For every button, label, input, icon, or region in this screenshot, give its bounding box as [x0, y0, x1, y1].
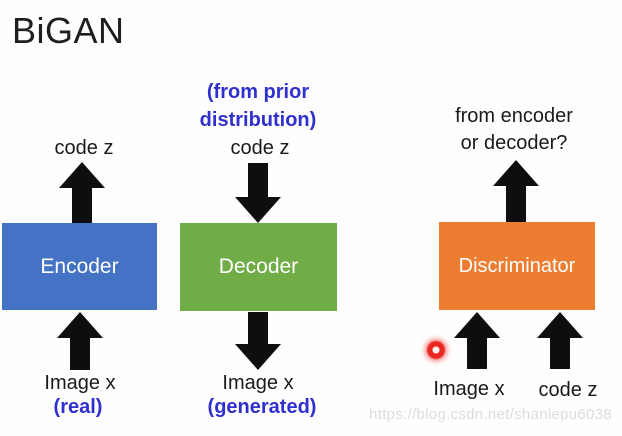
encoder-input-up-arrow-icon [57, 312, 103, 370]
encoder-input-image-label: Image x [44, 372, 116, 394]
watermark-url: https://blog.csdn.net/shanlepu6038 [369, 406, 612, 423]
encoder-box: Encoder [2, 223, 157, 310]
decoder-box: Decoder [180, 223, 337, 311]
encoder-box-label: Encoder [40, 254, 119, 278]
encoder-input-real-note: (real) [53, 396, 103, 418]
laser-pointer-dot [418, 332, 454, 368]
decoder-input-down-arrow-icon [235, 163, 281, 223]
discriminator-output-up-arrow-icon [493, 160, 539, 222]
decoder-prior-note-line1: (from prior [206, 81, 310, 103]
decoder-output-image-label: Image x [222, 372, 294, 394]
discriminator-input-code-label: code z [538, 379, 598, 401]
discriminator-input-code-up-arrow-icon [537, 312, 583, 369]
discriminator-input-image-label: Image x [433, 378, 505, 400]
decoder-input-code-label: code z [230, 137, 290, 159]
decoder-box-label: Decoder [218, 255, 299, 278]
discriminator-input-image-up-arrow-icon [454, 312, 500, 369]
slide-title: BiGAN [12, 10, 125, 51]
discriminator-question-line1: from encoder [455, 105, 573, 127]
decoder-output-generated-note: (generated) [207, 396, 317, 418]
discriminator-box: Discriminator [439, 222, 595, 310]
discriminator-box-label: Discriminator [458, 254, 576, 277]
decoder-output-down-arrow-icon [235, 312, 281, 370]
discriminator-question-line2: or decoder? [460, 132, 568, 154]
encoder-output-code-label: code z [54, 137, 114, 159]
encoder-output-up-arrow-icon [59, 162, 105, 223]
decoder-prior-note-line2: distribution) [199, 109, 317, 131]
